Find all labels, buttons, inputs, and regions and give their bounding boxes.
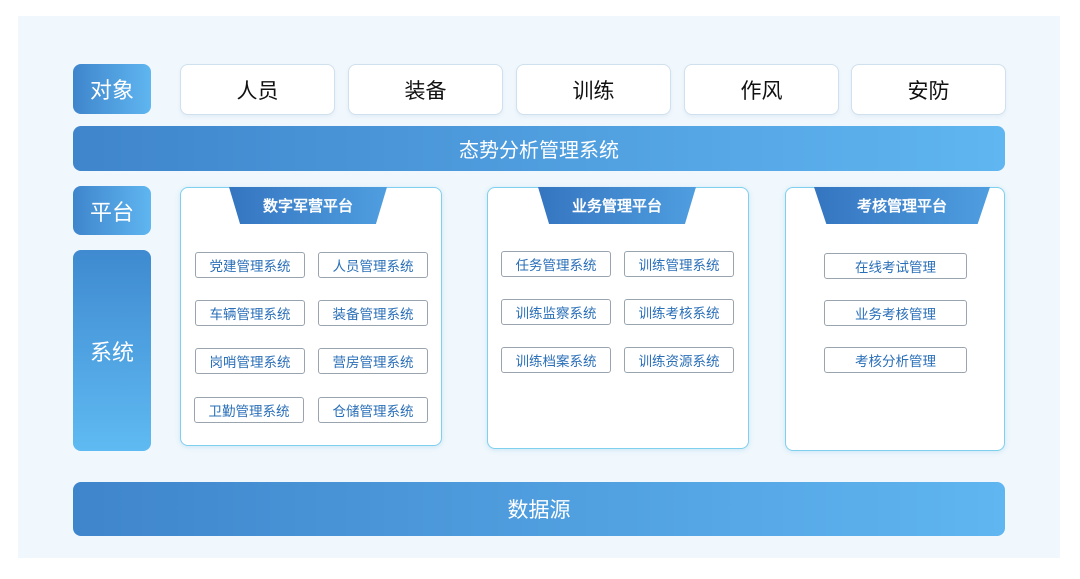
label-platform: 平台 [73,186,151,235]
system-button[interactable]: 考核分析管理 [824,347,967,373]
data-source-bar: 数据源 [73,482,1005,536]
system-button[interactable]: 训练管理系统 [624,251,734,277]
platform-card-digital-barracks: 数字军营平台 党建管理系统 人员管理系统 车辆管理系统 装备管理系统 岗哨管理系… [180,187,442,446]
system-button[interactable]: 任务管理系统 [501,251,611,277]
system-button[interactable]: 营房管理系统 [318,348,428,374]
system-button[interactable]: 装备管理系统 [318,300,428,326]
system-button[interactable]: 仓储管理系统 [318,397,428,423]
target-security: 安防 [851,64,1006,115]
platform-card-business-management: 业务管理平台 任务管理系统 训练管理系统 训练监察系统 训练考核系统 训练档案系… [487,187,749,449]
target-equipment: 装备 [348,64,503,115]
label-target: 对象 [73,64,151,114]
system-button[interactable]: 训练监察系统 [501,299,611,325]
target-conduct: 作风 [684,64,839,115]
system-button[interactable]: 党建管理系统 [195,252,305,278]
system-button[interactable]: 在线考试管理 [824,253,967,279]
label-system: 系统 [73,250,151,451]
target-training: 训练 [516,64,671,115]
system-button[interactable]: 人员管理系统 [318,252,428,278]
system-button[interactable]: 训练档案系统 [501,347,611,373]
platform-title: 考核管理平台 [814,187,990,224]
platform-title: 业务管理平台 [538,187,696,224]
situation-analysis-bar: 态势分析管理系统 [73,126,1005,171]
system-button[interactable]: 卫勤管理系统 [194,397,304,423]
platform-card-assessment-management: 考核管理平台 在线考试管理 业务考核管理 考核分析管理 [785,187,1005,451]
system-button[interactable]: 车辆管理系统 [195,300,305,326]
target-personnel: 人员 [180,64,335,115]
system-button[interactable]: 训练资源系统 [624,347,734,373]
system-button[interactable]: 业务考核管理 [824,300,967,326]
platform-title: 数字军营平台 [229,187,387,224]
system-button[interactable]: 岗哨管理系统 [195,348,305,374]
system-button[interactable]: 训练考核系统 [624,299,734,325]
